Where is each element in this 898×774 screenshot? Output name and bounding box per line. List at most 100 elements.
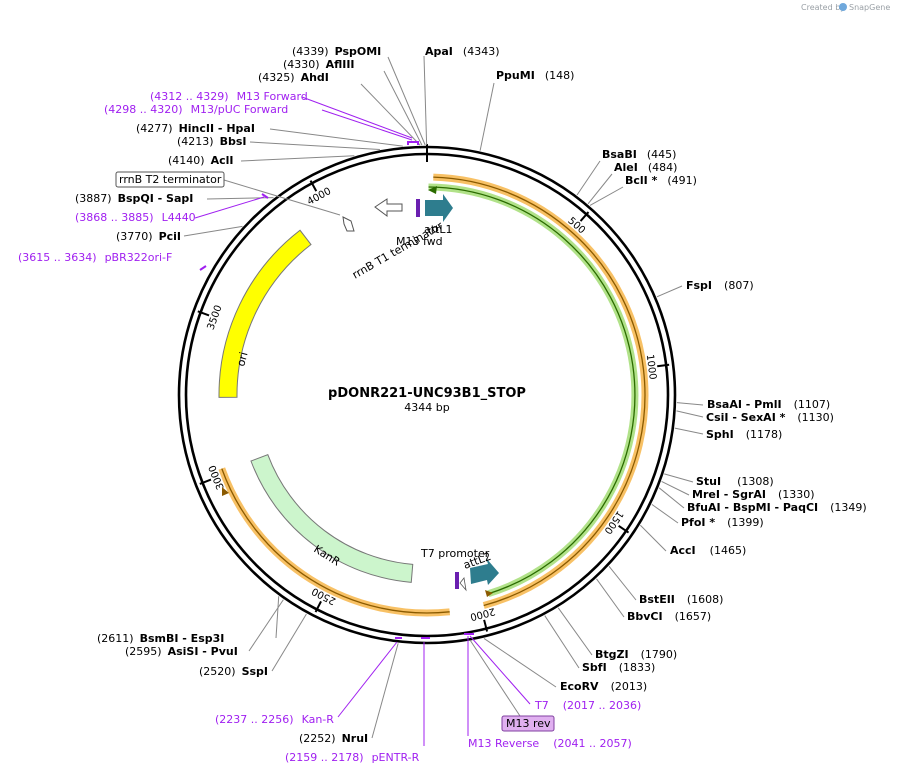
enzyme-leader [249,141,380,150]
enzyme-label: (4277)HincII - HpaI [136,122,255,135]
tick-label: 4000 [306,186,334,208]
primer-label: (4312 .. 4329)M13 Forward [150,90,308,103]
m13fwd-primer-mark [416,199,420,217]
enzyme-labels-left: (4339)PspOMI (4330)AflIII (4325)AhdI (42… [75,45,381,243]
enzyme-leader [423,55,428,146]
enzyme-leader [676,410,704,418]
enzyme-label: FspI(807) [686,279,754,292]
orf-orange2-line [221,468,450,614]
enzyme-leader [360,83,421,146]
enzyme-label: ApaI(4343) [425,45,499,58]
enzyme-label: (4325)AhdI [258,71,329,84]
enzyme-leader [608,566,637,601]
enzyme-leader [664,473,694,483]
m13rev-box [501,715,555,732]
primer-label: (4298 .. 4320)M13/pUC Forward [104,103,288,116]
enzyme-leader [479,82,495,151]
kanr-feature [250,454,414,583]
ori-label: ori [234,351,250,368]
enzyme-leader [676,402,704,406]
enzyme-leader [269,128,403,147]
credit-text: Created by [801,3,845,12]
feature-leader [223,179,341,216]
enzyme-leader [240,155,355,162]
enzyme-label: BtgZI(1790) [595,648,677,661]
enzyme-label: (4330)AflIII [283,58,355,71]
brand-text: SnapGene [849,3,890,12]
enzyme-label: (2611)BsmBI - Esp3I [97,632,224,645]
ori-feature [218,229,312,398]
enzyme-label: (4339)PspOMI [292,45,381,58]
enzyme-label: (4140)AclI [168,154,233,167]
tick-mark [579,211,590,222]
enzyme-label: (3887)BspQI - SapI [75,192,193,205]
enzyme-label: EcoRV(2013) [560,680,647,693]
rrnb-t2-feature [342,216,355,232]
enzyme-leader [483,638,557,688]
primer-label: M13 Reverse(2041 .. 2057) [468,737,632,750]
enzyme-label: BclI *(491) [625,174,697,187]
attl1-feature [425,194,453,222]
orf-orange-line [433,176,646,607]
primer-labels: (4312 .. 4329)M13 Forward (4298 .. 4320)… [18,90,641,764]
enzyme-label: PpuMI(148) [496,69,574,82]
enzyme-label: (4213)BbsI [177,135,246,148]
attl1-label: attL1 [424,223,453,236]
enzyme-leader [271,613,307,672]
primer-label: (2159 .. 2178)pENTR-R [285,751,420,764]
orf-orange2-arrowhead [222,487,229,496]
enzyme-label: BsaBI(445) [602,148,676,161]
enzyme-leader [544,615,580,669]
enzyme-label: (2520)SspI [199,665,268,678]
orf-green-arrowhead [428,186,437,194]
enzyme-leader [587,173,613,205]
primer-marks [199,141,474,639]
enzyme-label: CsiI - SexAI *(1130) [706,411,834,424]
enzyme-leader [576,160,601,196]
primer-label: T7(2017 .. 2036) [534,699,641,712]
enzyme-label: BbvCI(1657) [627,610,711,623]
primer-leader [194,196,265,219]
enzyme-leader [674,427,704,435]
enzyme-leader [658,487,685,509]
enzyme-label: (2595)AsiSI - PvuI [125,645,238,658]
orf-green-line [428,186,636,595]
tick-mark [483,619,489,632]
tick-label: 2000 [469,605,496,622]
tick-mark [314,600,322,613]
enzyme-leader [383,70,423,146]
enzyme-label: BsaAI - PmlI(1107) [707,398,830,411]
tick-mark [618,524,630,534]
enzyme-label: SphI(1178) [706,428,782,441]
enzyme-leader [557,607,593,656]
primer-label: (2237 .. 2256)Kan-R [215,713,334,726]
rrnb-t2-box [115,171,225,188]
plasmid-length: 4344 bp [404,401,449,414]
enzyme-leader [661,480,690,496]
enzyme-label: StuI(1308) [696,475,774,488]
enzyme-leader [387,56,426,146]
enzyme-leader [596,578,625,618]
primer-leader [321,109,413,141]
tick-mark [657,363,670,368]
attl2-feature [470,558,499,585]
tick-mark [199,478,212,485]
enzyme-leader [248,599,284,652]
tick-label: 3500 [206,304,225,332]
enzyme-label: AleI(484) [614,161,677,174]
snapgene-logo-icon [839,3,847,11]
enzyme-label: MreI - SgrAI(1330) [692,488,815,501]
primer-leader [469,635,531,705]
enzyme-label: (3770)PciI [116,230,181,243]
tick-mark [197,310,210,317]
m13fwd-label: M13 fwd [396,235,443,248]
enzyme-leader [589,186,624,206]
primer-label: (3868 .. 3885)L4440 [75,211,196,224]
tick-mark [309,180,318,192]
m13rev-label: M13 rev [506,717,551,730]
rrnb-t1-feature [374,198,403,217]
enzyme-label: BstEII(1608) [639,593,723,606]
primer-label: (3615 .. 3634)pBR322ori-F [18,251,172,264]
t7-primer-mark [455,572,459,589]
